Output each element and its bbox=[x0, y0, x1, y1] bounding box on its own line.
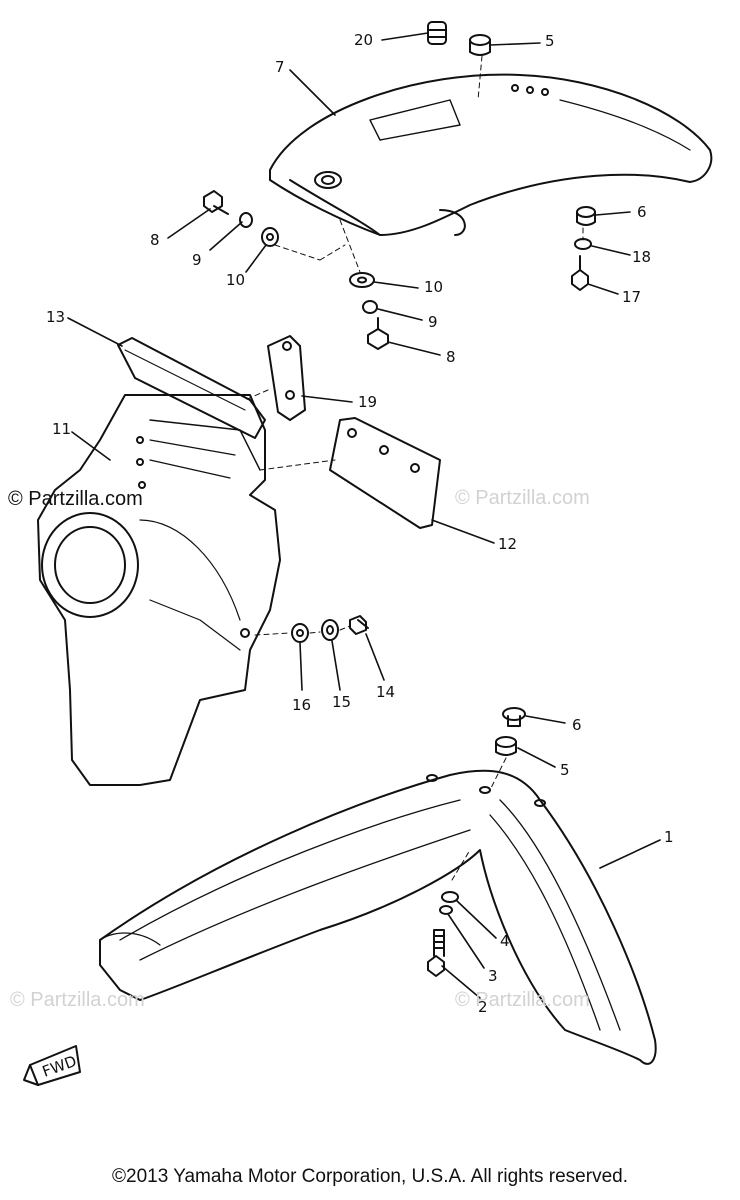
callout-5-bottom: 5 bbox=[560, 761, 570, 779]
part-6-collar-right bbox=[576, 206, 596, 226]
callout-10-mid: 10 bbox=[424, 278, 443, 296]
callout-8-mid: 8 bbox=[446, 348, 456, 366]
leader-lines bbox=[67, 32, 661, 999]
assembly-guides-bottom bbox=[451, 757, 507, 881]
copyright-notice: ©2013 Yamaha Motor Corporation, U.S.A. A… bbox=[112, 1166, 628, 1187]
part-13-strip bbox=[117, 337, 266, 439]
callout-11: 11 bbox=[52, 420, 71, 438]
part-20-collar bbox=[427, 21, 447, 45]
callout-4: 4 bbox=[500, 932, 510, 950]
callout-5-top: 5 bbox=[545, 32, 555, 50]
part-3-washer bbox=[439, 905, 453, 915]
callout-6-bottom: 6 bbox=[572, 716, 582, 734]
callout-15: 15 bbox=[332, 693, 351, 711]
watermark-main: © Partzilla.com bbox=[8, 488, 143, 510]
part-9-washer-mid bbox=[362, 300, 378, 314]
callout-2: 2 bbox=[478, 998, 488, 1016]
callout-9-mid: 9 bbox=[428, 313, 438, 331]
callout-1: 1 bbox=[664, 828, 674, 846]
part-5-grommet-top bbox=[469, 34, 491, 56]
part-4-washer bbox=[441, 891, 459, 903]
assembly-guides-top bbox=[274, 55, 584, 273]
callout-17: 17 bbox=[622, 288, 641, 306]
callout-8-left: 8 bbox=[150, 231, 160, 249]
assembly-guides-mid bbox=[244, 389, 351, 636]
part-10-washer-mid bbox=[349, 272, 375, 288]
part-9-washer-left bbox=[239, 212, 253, 228]
part-8-bolt-mid bbox=[367, 317, 389, 350]
callout-6-right: 6 bbox=[637, 203, 647, 221]
callout-10-left: 10 bbox=[226, 271, 245, 289]
rear-fender bbox=[269, 73, 713, 236]
part-15-washer bbox=[321, 619, 339, 641]
callout-20: 20 bbox=[354, 31, 373, 49]
part-17-bolt bbox=[571, 255, 589, 291]
callout-18: 18 bbox=[632, 248, 651, 266]
callout-14: 14 bbox=[376, 683, 395, 701]
front-fender bbox=[99, 769, 657, 1065]
part-5-grommet-bottom bbox=[495, 736, 517, 756]
callout-13: 13 bbox=[46, 308, 65, 326]
callout-3: 3 bbox=[488, 967, 498, 985]
part-10-washer-left bbox=[261, 227, 279, 247]
part-14-bolt bbox=[349, 615, 369, 635]
part-2-bolt bbox=[427, 929, 445, 977]
callout-12: 12 bbox=[498, 535, 517, 553]
callout-9-left: 9 bbox=[192, 251, 202, 269]
part-12-plate bbox=[329, 417, 441, 529]
watermark-bottom-left: © Partzilla.com bbox=[10, 989, 145, 1011]
part-16-collar bbox=[291, 623, 309, 643]
part-8-bolt-left bbox=[203, 190, 229, 215]
part-6-collar-bottom bbox=[502, 707, 526, 727]
watermark-mid-right: © Partzilla.com bbox=[455, 487, 590, 509]
forward-arrow-icon bbox=[23, 1045, 81, 1086]
fwd-label: FWD bbox=[40, 1052, 79, 1081]
callout-7: 7 bbox=[275, 58, 285, 76]
number-plate-11 bbox=[37, 394, 281, 786]
callout-16: 16 bbox=[292, 696, 311, 714]
part-19-plate bbox=[267, 335, 306, 421]
callout-19: 19 bbox=[358, 393, 377, 411]
watermark-bottom-right: © Partzilla.com bbox=[455, 989, 590, 1011]
